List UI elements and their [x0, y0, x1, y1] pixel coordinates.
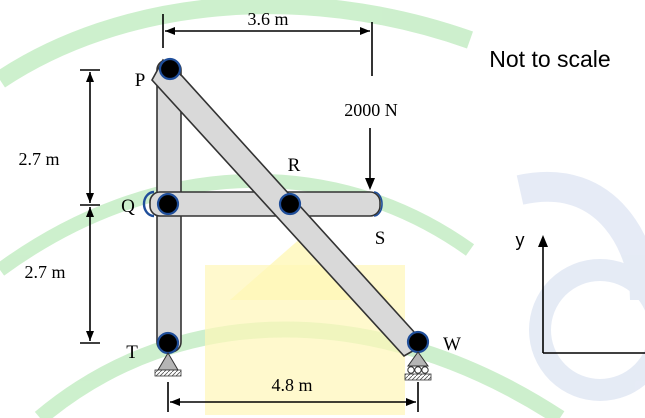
joint-label-q: Q — [121, 196, 135, 217]
pin-q — [156, 192, 180, 216]
pin-w — [406, 330, 430, 354]
dimension-top-width-label: 3.6 m — [247, 9, 288, 29]
coordinate-axes: y — [516, 230, 645, 354]
pin-t — [156, 331, 180, 355]
load-label: 2000 N — [344, 100, 398, 120]
joint-label-t: T — [126, 342, 138, 363]
y-axis-label: y — [516, 230, 525, 250]
pin-p — [158, 57, 182, 81]
joint-label-p: P — [135, 70, 146, 91]
dimension-left-heights: 2.7 m 2.7 m — [18, 69, 100, 344]
joint-label-s: S — [375, 228, 386, 249]
dimension-lower-height-label: 2.7 m — [24, 262, 65, 282]
scale-note: Not to scale — [489, 46, 610, 72]
joint-label-w: W — [443, 334, 461, 355]
joint-label-r: R — [288, 155, 301, 176]
q-bracket — [142, 190, 155, 218]
dimension-upper-height-label: 2.7 m — [18, 149, 59, 169]
s-bracket — [373, 191, 383, 217]
load-arrow: 2000 N — [344, 100, 398, 190]
dimension-base-width: 4.8 m — [167, 375, 419, 412]
dimension-top-width: 3.6 m — [162, 9, 373, 76]
pin-r — [278, 192, 302, 216]
joint-labels: P Q R S T W — [121, 70, 461, 363]
support-w — [404, 351, 432, 381]
support-t — [154, 352, 182, 377]
dimension-base-width-label: 4.8 m — [271, 375, 312, 395]
